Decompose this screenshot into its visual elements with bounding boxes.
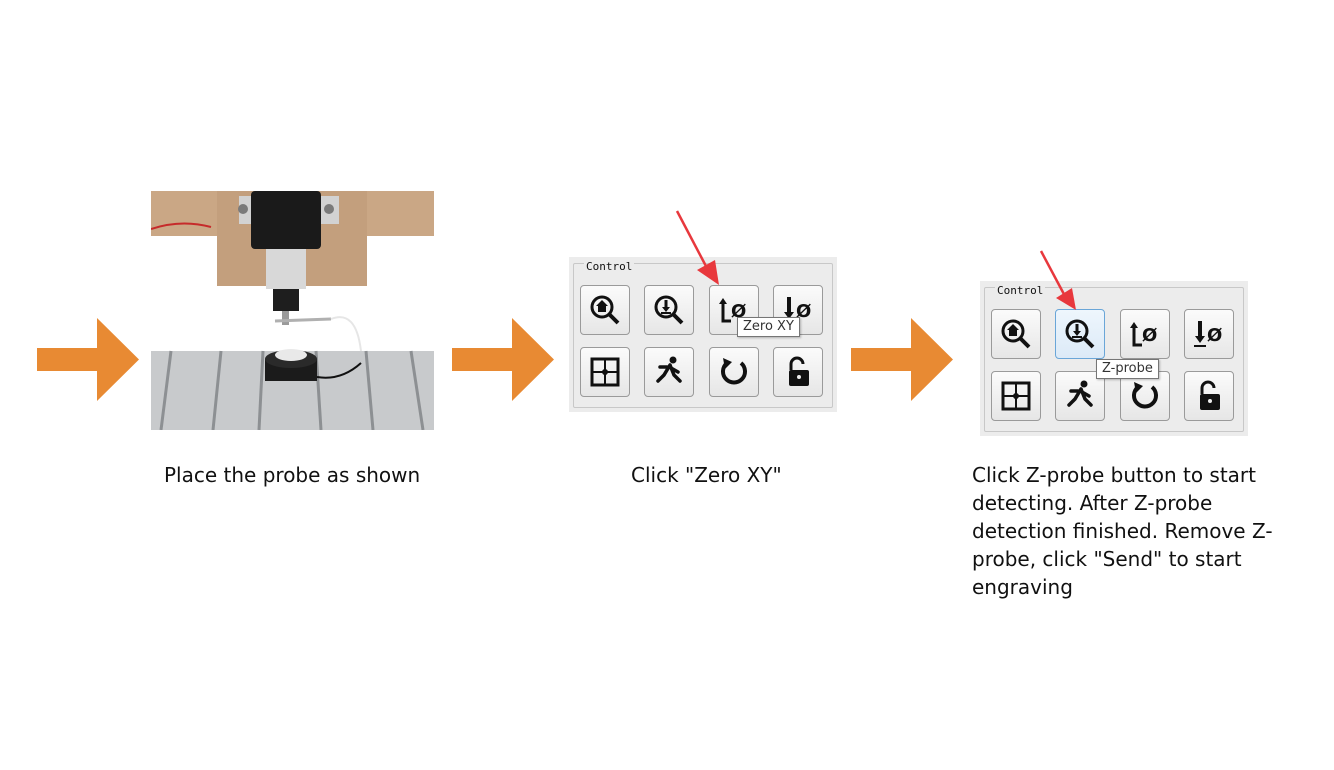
home-search-icon [1001, 319, 1031, 349]
z-probe-button[interactable] [1055, 309, 1105, 359]
run-icon [1067, 380, 1093, 407]
step-3-caption: Click Z-probe button to start detecting.… [972, 463, 1273, 599]
reset-icon [1132, 382, 1158, 409]
zero-xy-icon: Ø [719, 298, 746, 323]
z-probe-icon [1065, 319, 1095, 349]
step-2-caption: Click "Zero XY" [631, 463, 782, 487]
home-search-icon [590, 295, 620, 325]
z-probe-icon [654, 295, 684, 325]
center-frame-icon [590, 357, 620, 387]
probe-placement-photo [151, 191, 434, 430]
z-probe-tooltip: Z-probe [1096, 359, 1159, 379]
svg-text:Ø: Ø [1207, 325, 1222, 346]
unlock-button[interactable] [773, 347, 823, 397]
flow-arrow-1 [37, 318, 139, 401]
reset-button[interactable] [1120, 371, 1170, 421]
control-group-legend: Control [995, 284, 1046, 297]
flow-arrow-2 [452, 318, 554, 401]
svg-text:Ø: Ø [1142, 325, 1157, 346]
unlock-button[interactable] [1184, 371, 1234, 421]
unlock-icon [1200, 380, 1220, 410]
pointer-arrow-zero-xy [675, 210, 719, 285]
center-frame-button[interactable] [580, 347, 630, 397]
run-button[interactable] [644, 347, 694, 397]
run-icon [656, 356, 682, 383]
reset-button[interactable] [709, 347, 759, 397]
flow-arrow-3 [851, 318, 953, 401]
home-search-button[interactable] [580, 285, 630, 335]
svg-text:Ø: Ø [796, 301, 811, 322]
zero-xy-icon: Ø [1130, 322, 1157, 347]
zero-xy-button[interactable]: Ø [1120, 309, 1170, 359]
svg-text:Ø: Ø [731, 301, 746, 322]
step-1-caption: Place the probe as shown [164, 463, 421, 487]
control-panel-zero-xy: Control Ø Ø Zero XY [569, 257, 837, 412]
run-button[interactable] [1055, 371, 1105, 421]
reset-icon [721, 358, 747, 385]
center-frame-button[interactable] [991, 371, 1041, 421]
z-probe-button[interactable] [644, 285, 694, 335]
zero-xy-tooltip: Zero XY [737, 317, 800, 337]
center-frame-icon [1001, 381, 1031, 411]
pointer-arrow-z-probe [1039, 250, 1076, 310]
unlock-icon [789, 356, 809, 386]
zero-z-button[interactable]: Ø [1184, 309, 1234, 359]
control-group-frame: Control [984, 284, 1244, 432]
home-search-button[interactable] [991, 309, 1041, 359]
zero-z-icon: Ø [1194, 321, 1222, 347]
control-panel-z-probe: Control Ø Ø Z-probe [980, 281, 1248, 436]
control-group-legend: Control [584, 260, 635, 273]
control-group-frame: Control [573, 260, 833, 408]
